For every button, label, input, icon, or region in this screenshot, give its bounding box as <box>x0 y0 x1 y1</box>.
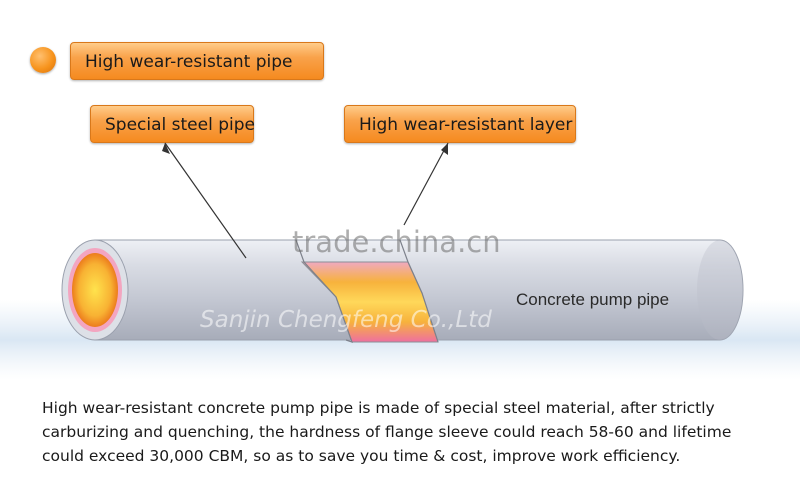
concrete-pump-pipe-label: Concrete pump pipe <box>516 290 669 309</box>
steel-pipe-arrowhead <box>162 143 170 154</box>
wear-resistant-layer-label: High wear-resistant layer <box>344 105 576 143</box>
orange-bullet-icon <box>30 47 56 73</box>
description-line-3: could exceed 30,000 CBM, so as to save y… <box>42 447 681 465</box>
cutaway-edge-right <box>399 239 439 343</box>
pipe-right-end <box>697 240 743 340</box>
cutaway-edge-left <box>295 239 353 343</box>
description-paragraph: High wear-resistant concrete pump pipe i… <box>42 396 782 468</box>
watermark-secondary: Sanjin Chengfeng Co.,Ltd <box>200 307 492 333</box>
description-line-2: carburizing and quenching, the hardness … <box>42 423 732 441</box>
title-label: High wear-resistant pipe <box>70 42 324 80</box>
pipe-opening-core <box>72 253 118 327</box>
special-steel-pipe-label: Special steel pipe <box>90 105 255 143</box>
description-line-1: High wear-resistant concrete pump pipe i… <box>42 399 715 417</box>
steel-pipe-pointer <box>164 142 247 259</box>
watermark-main: trade.china.cn <box>292 225 501 259</box>
layer-arrowhead <box>441 143 448 155</box>
layer-pointer <box>403 142 449 226</box>
